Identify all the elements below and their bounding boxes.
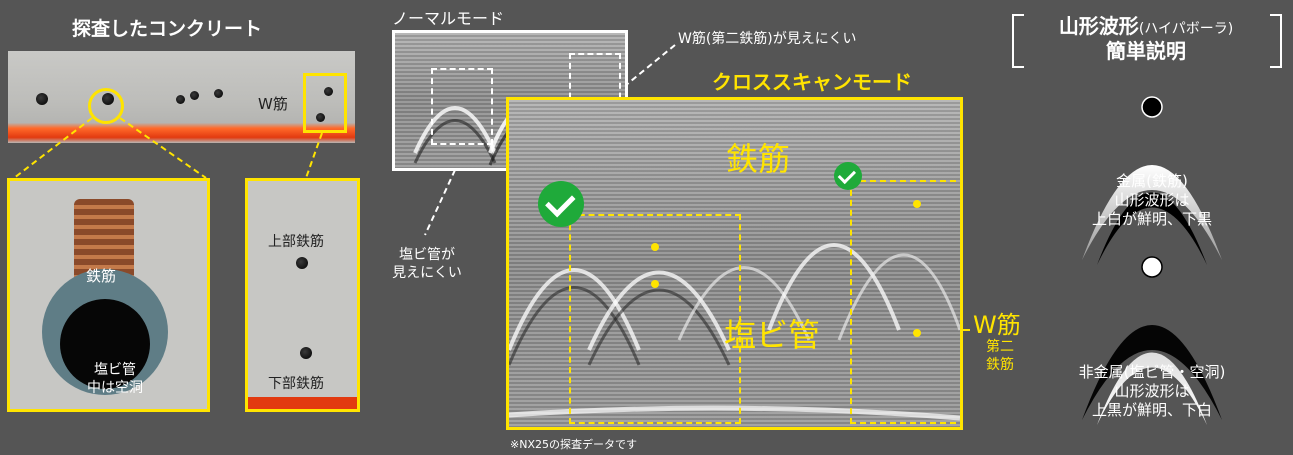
second-line1: 第二 (986, 339, 1014, 355)
red-strip (248, 397, 357, 409)
cross-w-box (850, 180, 960, 424)
data-source-note: ※NX25の探査データです (510, 438, 637, 451)
metal-line3: 上白が鮮明、下黒 (1091, 209, 1212, 228)
concrete-photo: W筋 (8, 51, 355, 143)
cross-rebar-box (569, 214, 741, 424)
hole (324, 87, 333, 96)
w-rebar-highlight-box (303, 73, 347, 133)
metal-line2: 山形波形は (1114, 190, 1190, 209)
left-title: 探査したコンクリート (72, 18, 263, 40)
cross-scan-gpr-image (506, 97, 963, 430)
pvc-hard-to-see-note: 塩ビ管が 見えにくい (382, 247, 472, 282)
hole (36, 93, 48, 105)
right-title-main: 山形波形 (1058, 14, 1139, 38)
rebar-pvc-detail-panel: 鉄筋 塩ビ管 中は空洞 (7, 178, 210, 412)
w-lower-point (913, 329, 921, 337)
metal-description: 金属(鉄筋) 山形波形は 上白が鮮明、下黒 (1072, 172, 1232, 228)
pvc-hard-line1: 塩ビ管が (399, 247, 455, 263)
pvc-big-label: 塩ビ管 (724, 316, 821, 354)
hole (316, 113, 325, 122)
normal-mode-title: ノーマルモード (392, 9, 505, 28)
hole (176, 95, 185, 104)
w-upper-point (913, 200, 921, 208)
w-rebar-label: W筋 (258, 95, 288, 113)
check-icon (538, 181, 584, 227)
right-title-2: 簡単説明 (1106, 39, 1186, 63)
nonmetal-line1: 非金属(塩ビ管・空洞) (1078, 363, 1226, 381)
pvc-point (651, 280, 659, 288)
metal-hyperbola-diagram (1082, 96, 1222, 265)
second-line2: 鉄筋 (986, 356, 1014, 373)
metal-line1: 金属(鉄筋) (1116, 172, 1188, 190)
w-big-label: W筋 (973, 311, 1021, 339)
right-title: 山形波形(ハイパボーラ) 簡単説明 (1022, 14, 1270, 64)
lower-rebar-hole (300, 347, 312, 359)
pvc-hard-line2: 見えにくい (392, 264, 462, 281)
hole (190, 91, 199, 100)
rebar-big-label: 鉄筋 (726, 140, 791, 178)
pvc-hollow-label: 塩ビ管 中は空洞 (65, 362, 165, 397)
cross-scan-title: クロススキャンモード (712, 70, 912, 94)
pvc-hollow (60, 299, 150, 389)
right-bracket-left (1012, 14, 1024, 68)
hollow-label: 中は空洞 (87, 379, 143, 396)
right-bracket-right (1270, 14, 1282, 68)
check-icon (834, 162, 862, 190)
w-hard-to-see-note: W筋(第二鉄筋)が見えにくい (678, 31, 857, 47)
hole (214, 89, 223, 98)
nonmetal-line3: 上黒が鮮明、下白 (1091, 400, 1212, 419)
right-title-sub: (ハイパボーラ) (1138, 21, 1234, 37)
second-rebar-label: 第二 鉄筋 (972, 339, 1028, 374)
upper-rebar-label: 上部鉄筋 (268, 234, 324, 250)
pvc-label: 塩ビ管 (94, 362, 136, 378)
rebar-point (651, 243, 659, 251)
rebar-highlight-circle (88, 88, 124, 124)
normal-pvc-box (431, 68, 493, 145)
w-rebar-detail-panel: 上部鉄筋 下部鉄筋 (245, 178, 360, 412)
nonmetal-hyperbola-diagram (1082, 256, 1222, 425)
upper-rebar-hole (296, 257, 308, 269)
rebar-label: 鉄筋 (86, 267, 117, 285)
nonmetal-line2: 山形波形は (1114, 381, 1190, 400)
nonmetal-description: 非金属(塩ビ管・空洞) 山形波形は 上黒が鮮明、下白 (1042, 363, 1262, 419)
lower-rebar-label: 下部鉄筋 (268, 376, 324, 392)
